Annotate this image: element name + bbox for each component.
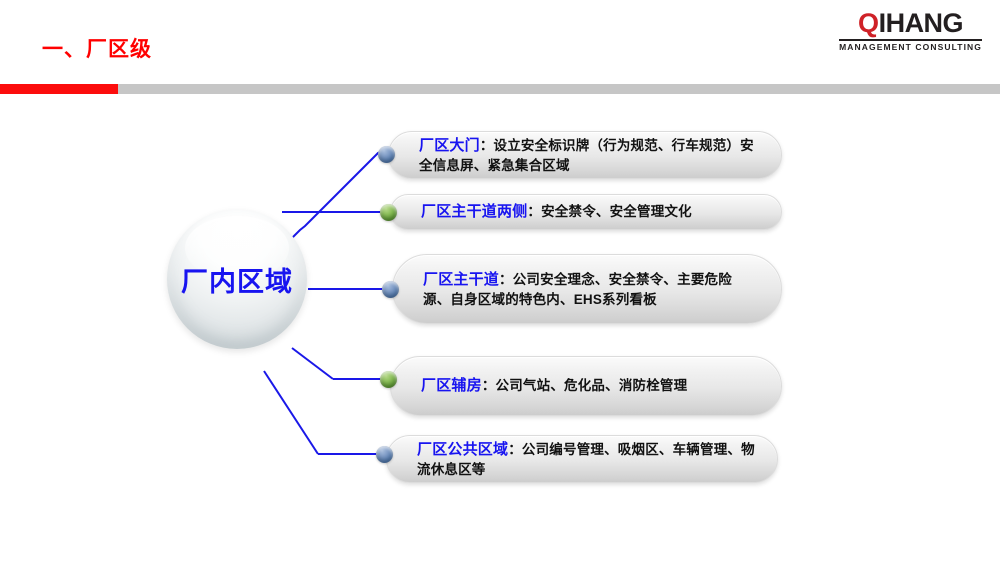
node-body-1: 设立安全标识牌（行为规范、行车规范）安全信息屏、紧急集合区域	[419, 137, 754, 174]
node-text-4: 厂区辅房：公司气站、危化品、消防栓管理	[391, 375, 709, 396]
center-node-label: 厂内区域	[181, 266, 293, 297]
page-title: 一、厂区级	[42, 38, 152, 61]
node-box-2[interactable]: 厂区主干道两侧：安全禁令、安全管理文化	[390, 194, 782, 230]
node-text-1: 厂区大门：设立安全标识牌（行为规范、行车规范）安全信息屏、紧急集合区域	[389, 135, 781, 175]
node-bullet-5	[376, 446, 393, 463]
node-separator-4: ：	[481, 378, 496, 394]
node-box-1[interactable]: 厂区大门：设立安全标识牌（行为规范、行车规范）安全信息屏、紧急集合区域	[388, 131, 782, 179]
logo-wordmark: QIHANG	[839, 10, 982, 37]
logo-letter-q: Q	[858, 8, 879, 38]
node-key-1: 厂区大门	[419, 136, 480, 154]
connector-line-4	[291, 347, 334, 380]
node-text-5: 厂区公共区域：公司编号管理、吸烟区、车辆管理、物流休息区等	[387, 439, 777, 479]
node-box-4[interactable]: 厂区辅房：公司气站、危化品、消防栓管理	[390, 356, 782, 416]
company-logo: QIHANG MANAGEMENT CONSULTING	[839, 10, 982, 52]
node-text-3: 厂区主干道：公司安全理念、安全禁令、主要危险源、自身区域的特色内、EHS系列看板	[393, 269, 781, 309]
node-body-5: 公司编号管理、吸烟区、车辆管理、物流休息区等	[417, 441, 755, 478]
node-separator-2: ：	[527, 204, 542, 220]
node-body-4: 公司气站、危化品、消防栓管理	[495, 378, 688, 394]
logo-wordmark-rest: IHANG	[878, 8, 964, 38]
node-body-3: 公司安全理念、安全禁令、主要危险源、自身区域的特色内、EHS系列看板	[423, 271, 732, 308]
node-separator-5: ：	[508, 441, 522, 457]
node-separator-3: ：	[499, 271, 513, 287]
node-body-2: 安全禁令、安全管理文化	[541, 204, 692, 220]
center-node[interactable]: 厂内区域	[167, 209, 307, 349]
node-separator-1: ：	[479, 137, 494, 153]
node-bullet-1	[378, 146, 395, 163]
connector-line-5	[263, 370, 319, 455]
node-key-4: 厂区辅房	[421, 377, 482, 395]
logo-divider	[839, 39, 982, 41]
node-bullet-4	[380, 371, 397, 388]
node-key-5: 厂区公共区域	[417, 440, 509, 458]
node-box-3[interactable]: 厂区主干道：公司安全理念、安全禁令、主要危险源、自身区域的特色内、EHS系列看板	[392, 254, 782, 324]
connector-line-1	[276, 151, 381, 248]
logo-tagline: MANAGEMENT CONSULTING	[839, 42, 982, 52]
node-box-5[interactable]: 厂区公共区域：公司编号管理、吸烟区、车辆管理、物流休息区等	[386, 435, 778, 483]
header-rule-red	[0, 84, 118, 94]
header-rule-gray	[0, 84, 1000, 94]
node-bullet-2	[380, 204, 397, 221]
node-bullet-3	[382, 281, 399, 298]
node-key-3: 厂区主干道	[423, 270, 500, 288]
node-text-2: 厂区主干道两侧：安全禁令、安全管理文化	[391, 201, 714, 222]
node-key-2: 厂区主干道两侧	[421, 203, 528, 221]
